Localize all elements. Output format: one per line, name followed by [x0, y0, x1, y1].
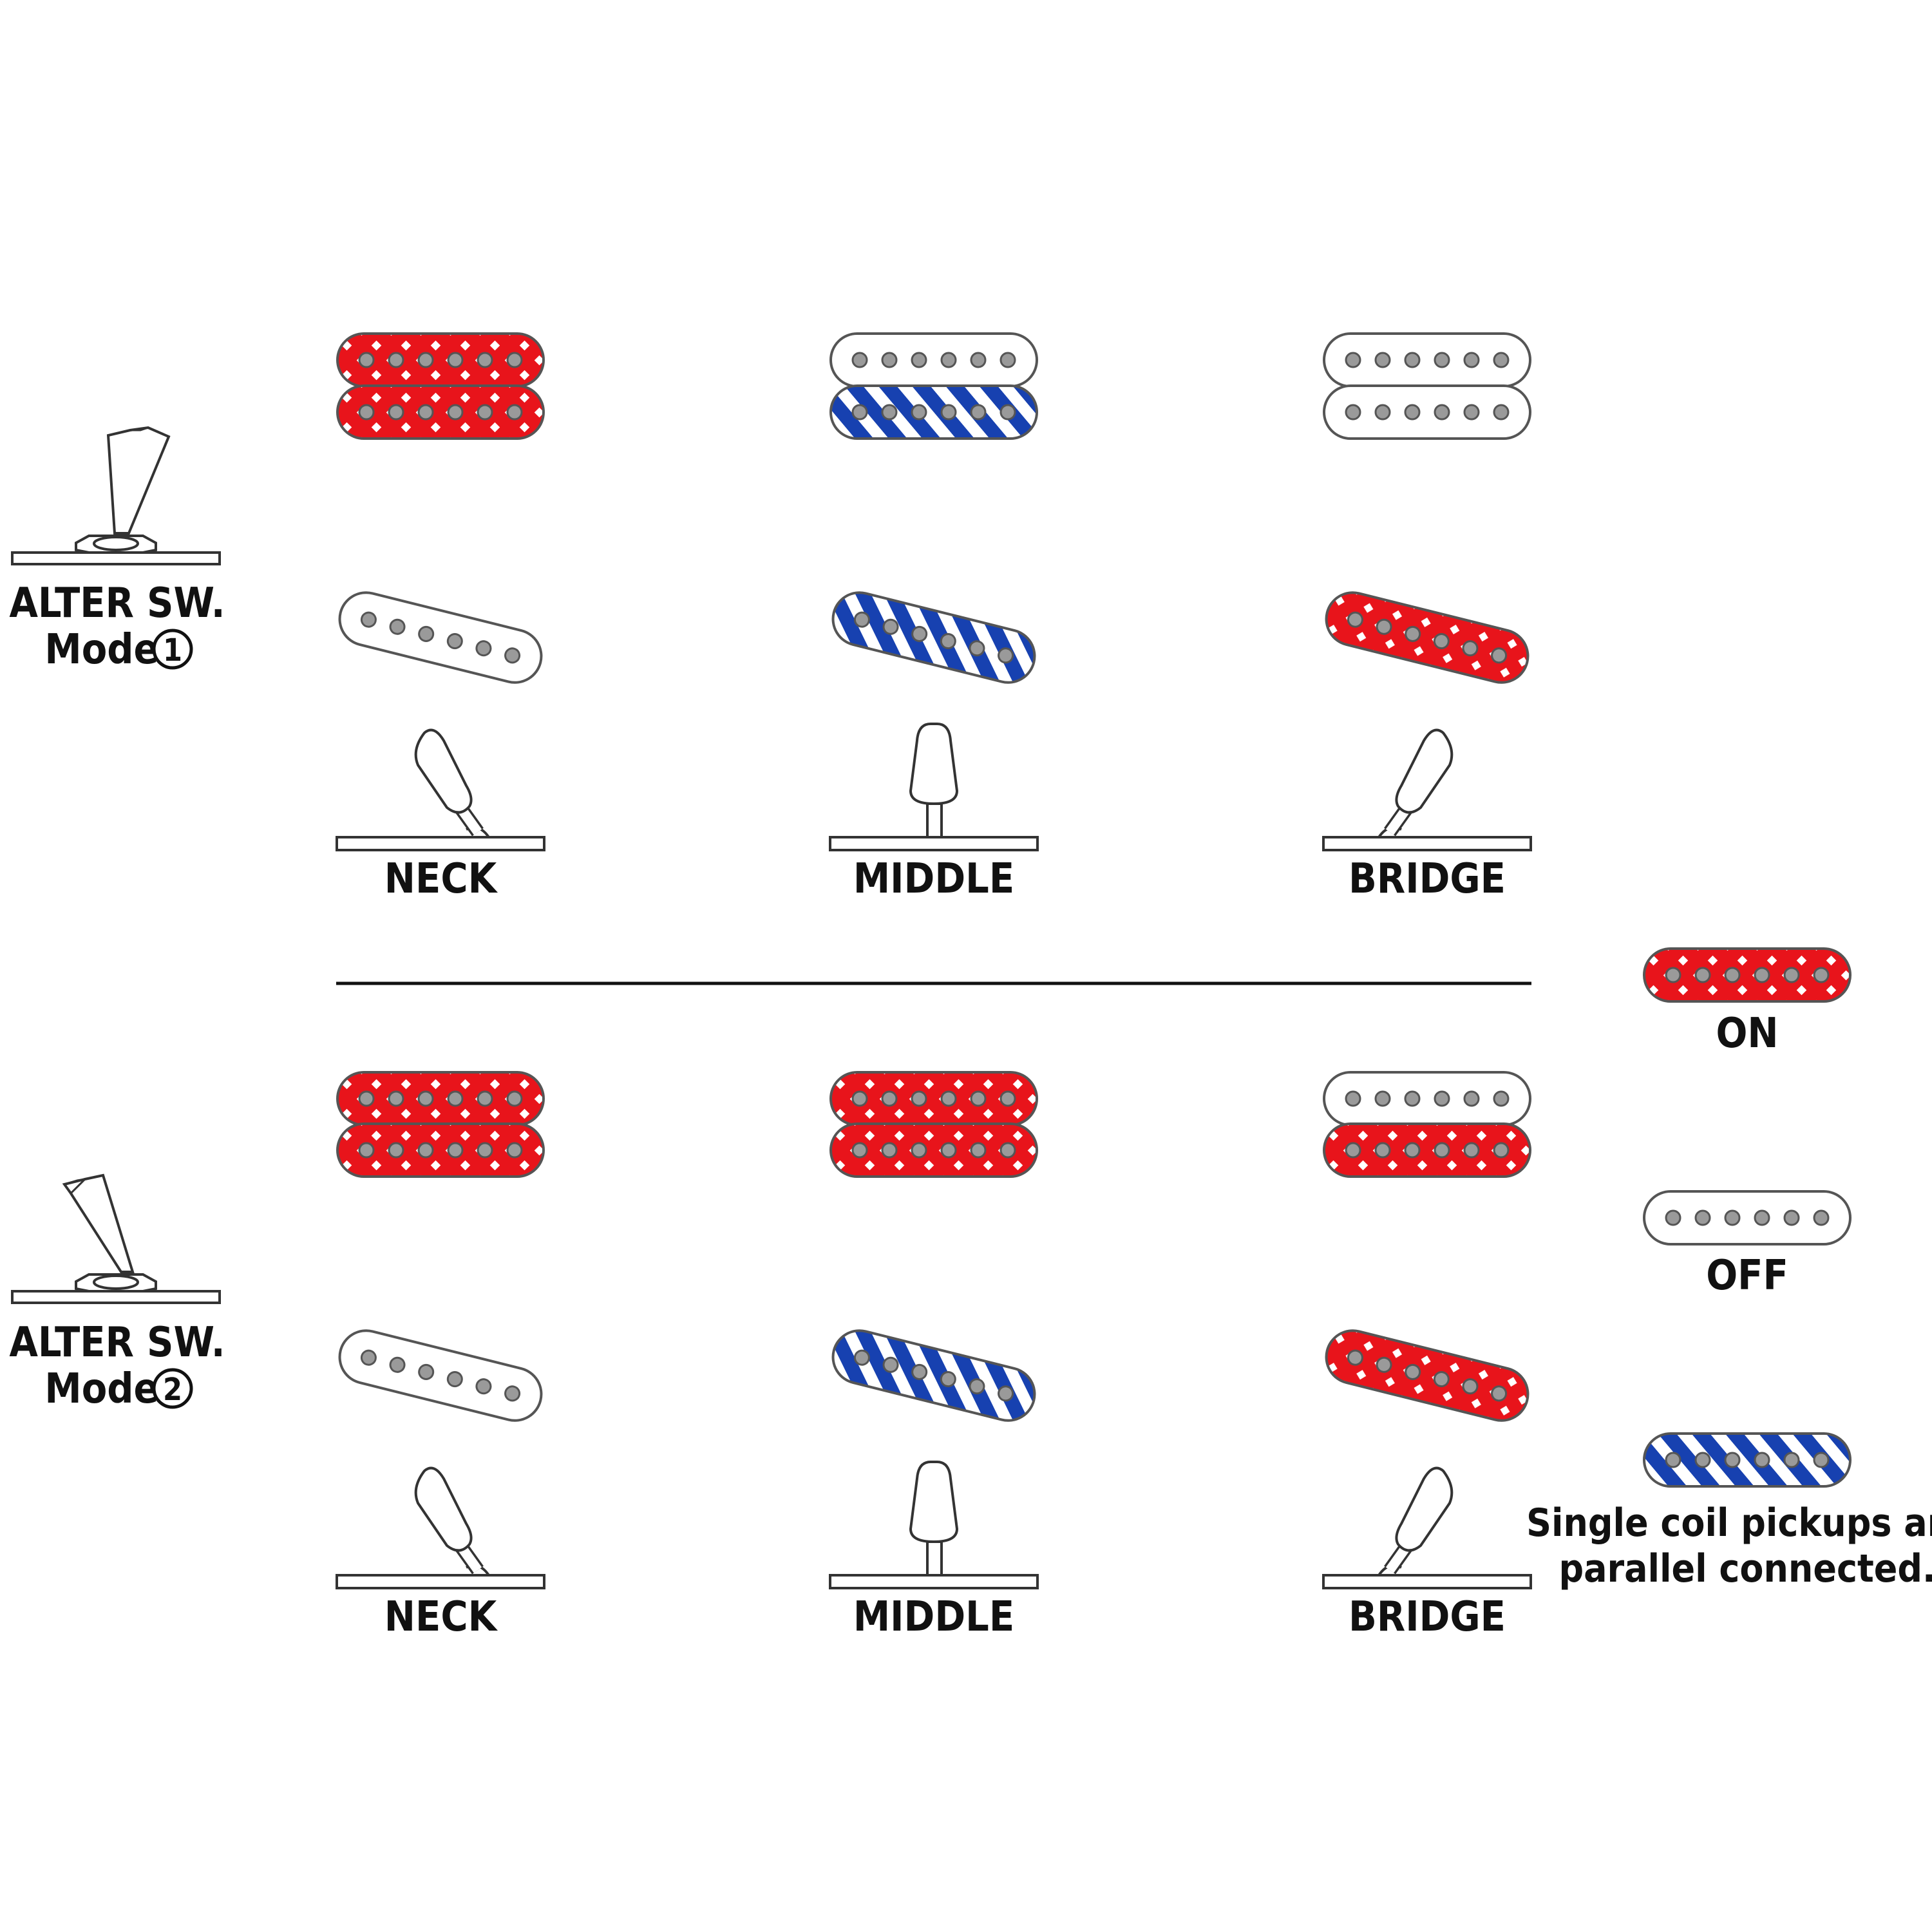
mode-2-bridge-single-coil — [1319, 1323, 1535, 1428]
legend-off-label: OFF — [1706, 1252, 1788, 1300]
mode-2-neck-single-coil-pickup — [332, 1323, 549, 1428]
legend-off-swatch-icon — [1643, 1190, 1852, 1245]
mode-2-number: 2 — [163, 1372, 182, 1408]
mode-2-middle-single-coil — [826, 1323, 1042, 1428]
mode-1-middle-humbucker-bottom-coil — [829, 384, 1038, 440]
mode-2-neck-label: NECK — [384, 1593, 498, 1641]
mode-1-middle-single-coil — [826, 585, 1042, 690]
mode-1-neck-label: NECK — [384, 855, 498, 903]
mode-1-number: 1 — [163, 632, 182, 668]
mode-1-bridge-single-coil-pickup — [1319, 585, 1535, 690]
mode-2-bridge-label: BRIDGE — [1349, 1593, 1506, 1641]
mode-1-neck-single-coil — [332, 585, 549, 690]
mode-2-number-badge: 2 — [152, 1368, 193, 1409]
alter-switch-mode-1-icon — [11, 426, 221, 565]
mode-2-middle-humbucker — [829, 1071, 1038, 1178]
alter-switch-mode-2-label: ALTER SW. — [9, 1319, 225, 1367]
mode-2-bridge-single-coil-pickup — [1319, 1323, 1535, 1428]
mode-2-neck-humbucker — [336, 1071, 545, 1178]
mode-1-bridge-label: BRIDGE — [1349, 855, 1506, 903]
mode-2-neck-single-coil — [332, 1323, 549, 1428]
mode-1-bridge-humbucker-top-coil — [1323, 332, 1531, 388]
mode-2-middle-single-coil-pickup — [826, 1323, 1042, 1428]
mode-1-number-badge: 1 — [152, 629, 193, 670]
mode-1-neck-single-coil-pickup — [332, 585, 549, 690]
alter-switch-mode-2-icon — [11, 1173, 221, 1304]
mode-1-section: ALTER SW. Mode 1 NECK MIDDLE BRIDGE — [9, 332, 1535, 903]
mode-2-neck-humbucker-bottom-coil — [336, 1122, 545, 1178]
mode-1-neck-humbucker-top-coil — [336, 332, 545, 388]
mode-1-middle-single-coil-pickup — [826, 585, 1042, 690]
legend-parallel-label-line-2: parallel connected. — [1558, 1546, 1932, 1591]
mode-2-middle-humbucker-bottom-coil — [829, 1122, 1038, 1178]
mode-2-word: Mode — [44, 1365, 158, 1413]
mode-1-neck-lever-switch-icon — [337, 730, 544, 850]
mode-1-neck-humbucker — [336, 332, 545, 440]
mode-1-bridge-single-coil — [1319, 585, 1535, 690]
legend-on-swatch-icon — [1643, 947, 1852, 1003]
legend-on-label: ON — [1716, 1010, 1778, 1057]
mode-2-bridge-lever-switch-icon — [1323, 1468, 1531, 1588]
mode-1-middle-humbucker — [829, 332, 1038, 440]
mode-1-middle-lever-switch-icon — [829, 723, 1039, 851]
legend: ON OFF Single coil pickups are parallel … — [1526, 947, 1932, 1591]
mode-2-bridge-humbucker — [1323, 1071, 1531, 1178]
mode-2-middle-label: MIDDLE — [853, 1593, 1014, 1641]
mode-1-neck-humbucker-bottom-coil — [336, 384, 545, 440]
mode-2-middle-lever-switch-icon — [829, 1461, 1039, 1589]
mode-2-neck-lever-switch-icon — [337, 1468, 544, 1588]
mode-1-middle-humbucker-top-coil — [829, 332, 1038, 388]
mode-2-neck-humbucker-top-coil — [336, 1071, 545, 1126]
alter-switch-mode-1-label: ALTER SW. — [9, 580, 225, 627]
mode-1-bridge-humbucker-bottom-coil — [1323, 384, 1531, 440]
mode-2-bridge-humbucker-bottom-coil — [1323, 1122, 1531, 1178]
legend-parallel-swatch-icon — [1643, 1432, 1852, 1488]
mode-2-section: ALTER SW. Mode 2 NECK MIDDLE BRIDGE — [9, 1071, 1535, 1641]
mode-2-bridge-humbucker-top-coil — [1323, 1071, 1531, 1126]
mode-1-word: Mode — [44, 626, 158, 674]
mode-2-middle-humbucker-top-coil — [829, 1071, 1038, 1126]
mode-1-bridge-lever-switch-icon — [1323, 730, 1531, 850]
mode-1-bridge-humbucker — [1323, 332, 1531, 440]
legend-parallel-label-line-1: Single coil pickups are — [1526, 1501, 1932, 1546]
mode-1-middle-label: MIDDLE — [853, 855, 1014, 903]
